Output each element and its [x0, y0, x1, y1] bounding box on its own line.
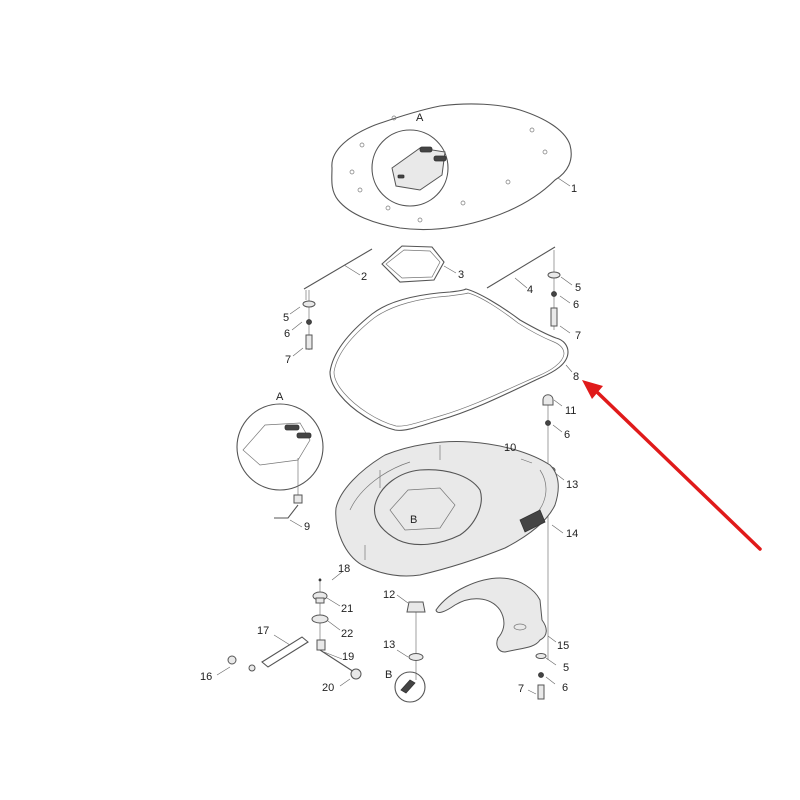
callout-3: 3	[458, 269, 465, 281]
detail-label-b-center: B	[410, 514, 418, 526]
lower-center-fasteners	[394, 594, 426, 703]
callout-6-right: 6	[573, 299, 580, 311]
callout-11: 11	[565, 405, 577, 417]
callout-17: 17	[257, 625, 270, 637]
callout-2: 2	[361, 271, 368, 283]
part-8-main-seal	[329, 288, 573, 431]
callout-12: 12	[383, 589, 396, 601]
callout-6-mid: 6	[564, 429, 571, 441]
callout-5-right: 5	[575, 282, 582, 294]
callout-7-left: 7	[285, 354, 292, 366]
detail-label-b-bottom: B	[385, 669, 393, 681]
callout-8: 8	[573, 371, 580, 383]
highlight-arrow	[582, 380, 762, 551]
callout-14: 14	[566, 528, 579, 540]
detail-a-left	[236, 403, 324, 528]
callout-1: 1	[571, 183, 578, 195]
left-fastener-stack	[289, 290, 316, 357]
callout-16: 16	[200, 671, 213, 683]
part-15-shield	[435, 577, 557, 653]
callout-4: 4	[527, 284, 534, 296]
callout-7-right: 7	[575, 330, 582, 342]
part-2-left-rail	[303, 248, 373, 300]
part-3-small-gasket	[381, 245, 457, 283]
callout-7-bottom: 7	[518, 683, 525, 695]
callout-13-lower: 13	[383, 639, 396, 651]
callout-19: 19	[342, 651, 355, 663]
callout-20: 20	[322, 682, 335, 694]
callout-5-left: 5	[283, 312, 290, 324]
linkage-assembly	[216, 571, 362, 687]
detail-label-a-top: A	[416, 112, 424, 124]
callout-22: 22	[341, 628, 354, 640]
bottom-fastener-stack	[527, 653, 557, 700]
callout-6-bottom: 6	[562, 682, 569, 694]
callout-15: 15	[557, 640, 570, 652]
detail-label-a-left: A	[276, 391, 284, 403]
callout-13-upper: 13	[566, 479, 579, 491]
right-fastener-stack	[547, 250, 573, 334]
callout-9: 9	[304, 521, 311, 533]
right-column-fasteners	[540, 394, 565, 660]
callout-10: 10	[504, 442, 517, 454]
part-4-right-rail	[486, 246, 556, 289]
part-1-top-cover	[331, 103, 572, 231]
callout-21: 21	[341, 603, 354, 615]
callout-18: 18	[338, 563, 351, 575]
part-14-chassis	[335, 441, 564, 577]
callout-6-left: 6	[284, 328, 291, 340]
callout-5-bottom: 5	[563, 662, 570, 674]
